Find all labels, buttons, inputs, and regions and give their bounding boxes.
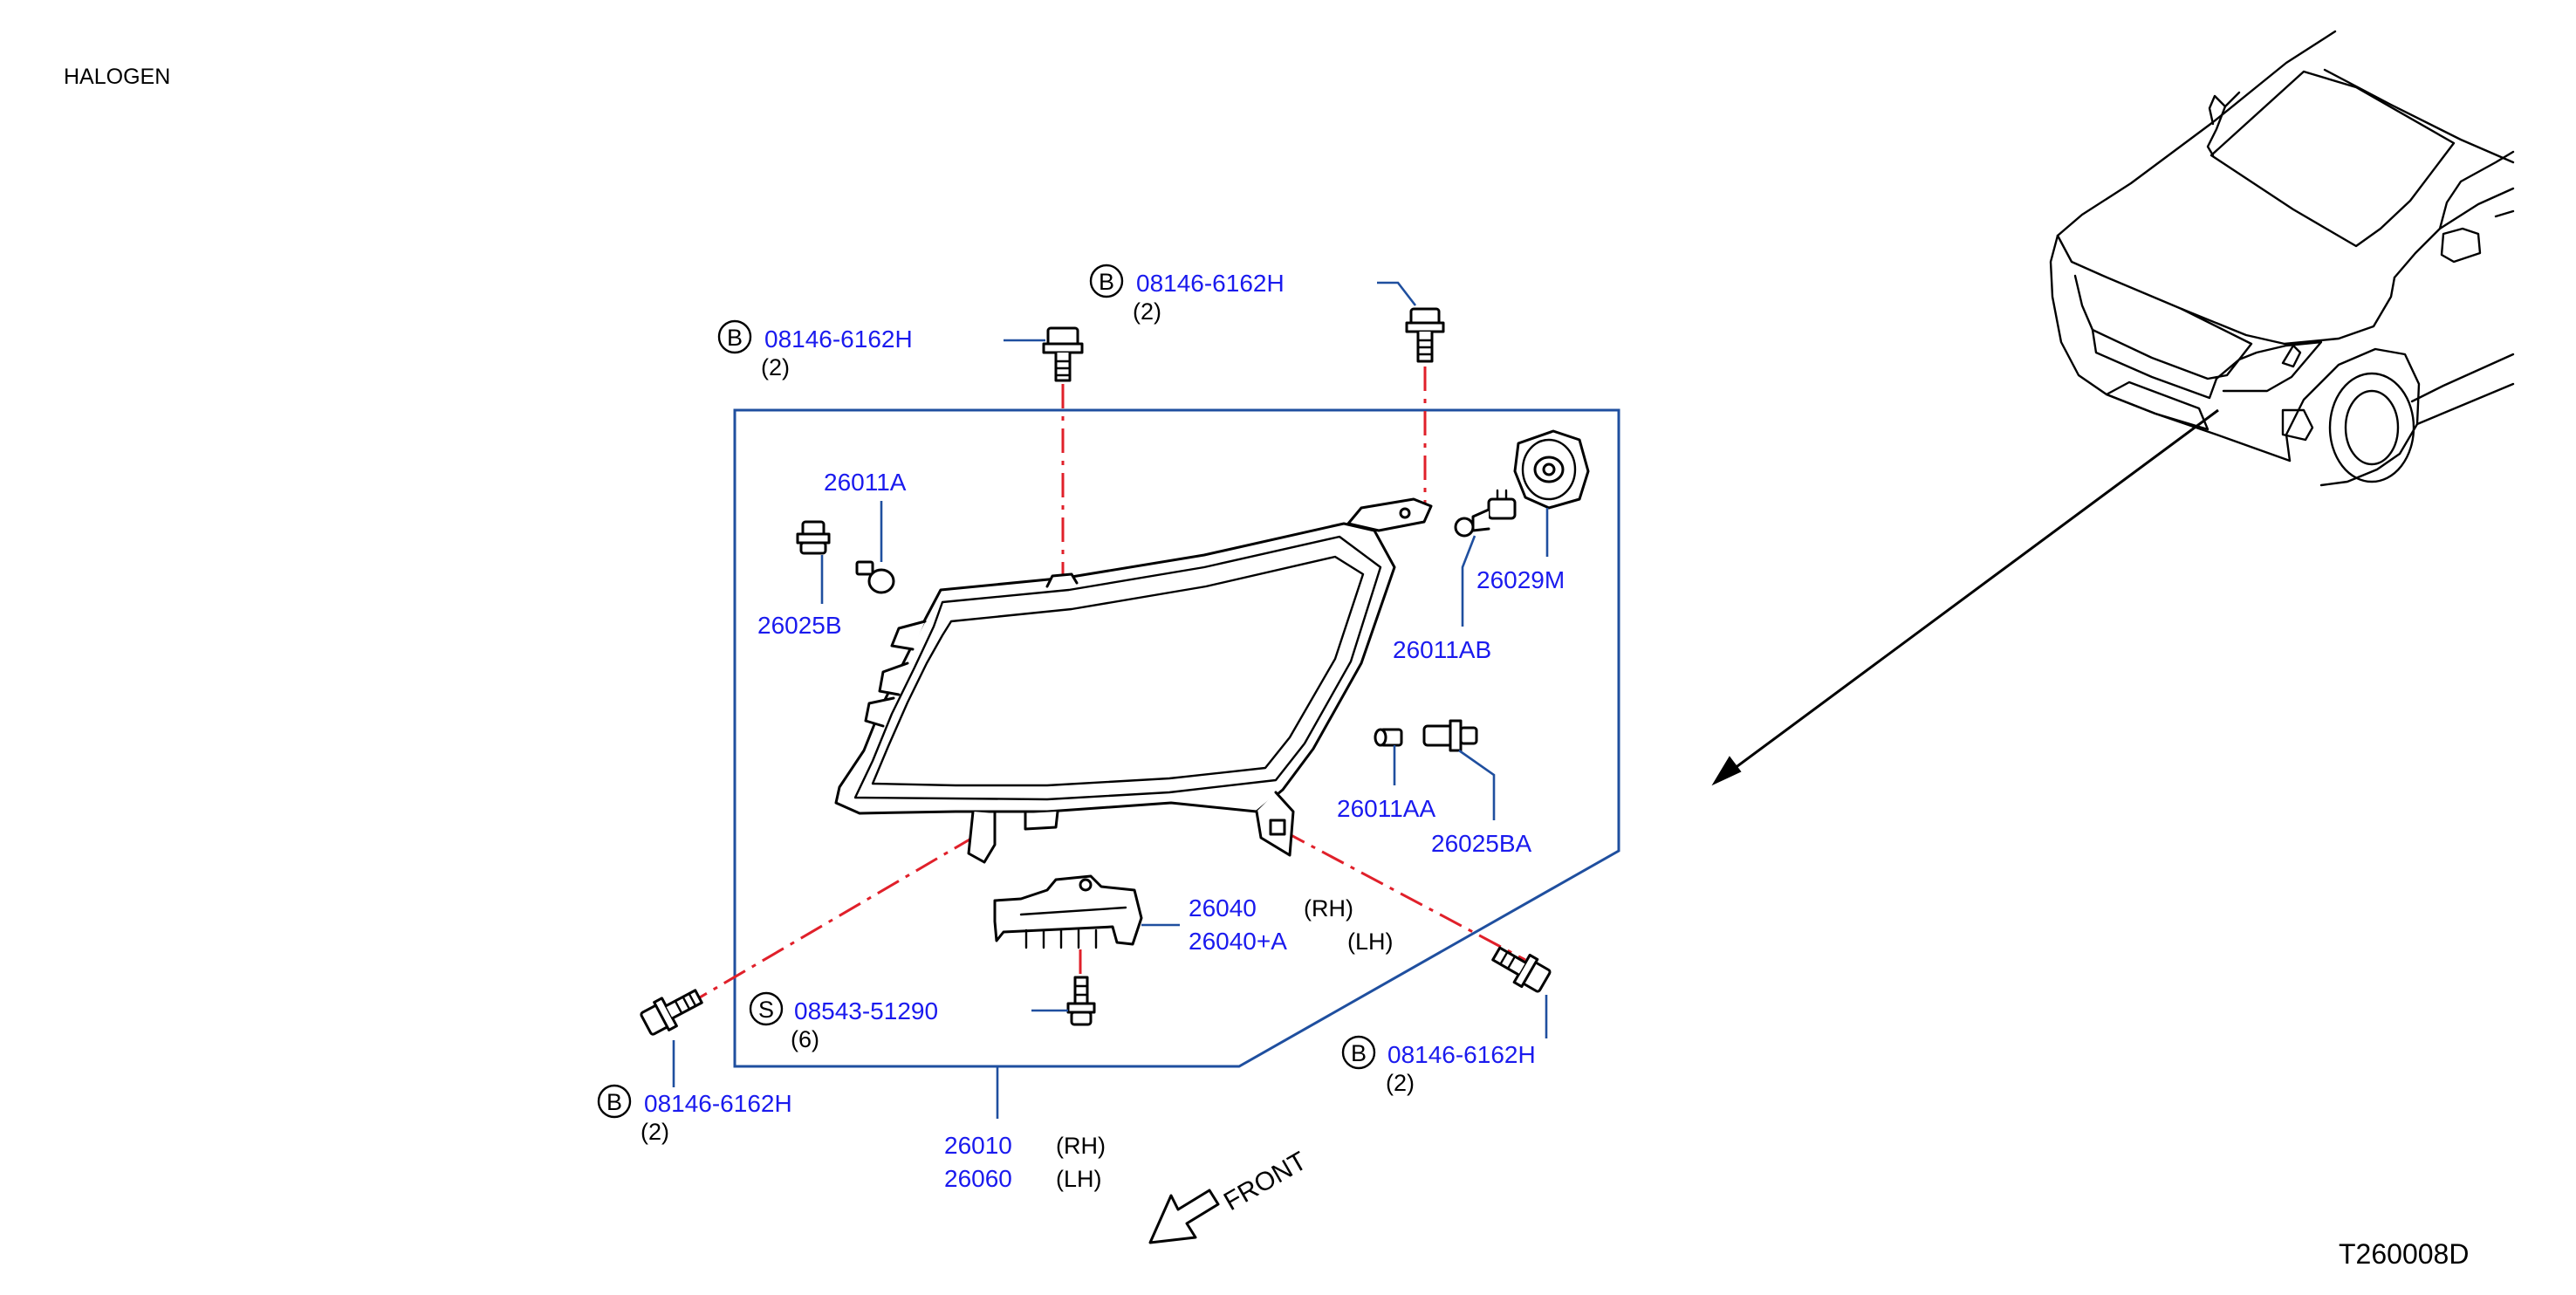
vehicle-illustration: [2049, 30, 2515, 487]
assembly-boundary: [733, 408, 1620, 1068]
bolt-top-left-icon: [1042, 326, 1084, 382]
vehicle-pointer-arrowhead: [1711, 756, 1742, 786]
bolt-symbol-4: [1341, 1035, 1376, 1070]
label-screw-bracket: 08543-51290: [794, 997, 938, 1024]
label-bolt-bottom-right: 08146-6162H: [1387, 1041, 1536, 1068]
side-26010: (RH): [1056, 1133, 1106, 1159]
label-bolt-top-right: 08146-6162H: [1136, 270, 1285, 297]
label-26011ab: 26011AB: [1393, 636, 1491, 663]
qty-screw-bracket: (6): [791, 1026, 819, 1052]
screw-icon: [1066, 976, 1096, 1026]
figure-code: T260008D: [2339, 1238, 2469, 1270]
socket-26025ba-icon: [1422, 719, 1478, 752]
svg-text:B: B: [1099, 269, 1114, 295]
label-26011aa: 26011AA: [1337, 795, 1435, 822]
svg-text:B: B: [606, 1089, 622, 1115]
socket-26025b-icon: [796, 520, 831, 555]
bulb-26011a-icon: [855, 560, 895, 594]
qty-bolt-top-right: (2): [1133, 298, 1161, 325]
side-26060: (LH): [1056, 1166, 1102, 1192]
bulb-26011ab-icon: [1454, 489, 1517, 538]
front-arrow-icon: [1148, 1189, 1220, 1244]
label-26025ba: 26025BA: [1431, 830, 1532, 857]
variant-label: HALOGEN: [64, 65, 170, 89]
label-26029m: 26029M: [1476, 566, 1565, 593]
callout-labels: 08146-6162H (2) 08146-6162H (2) 08146-61…: [641, 270, 1565, 1192]
centerlines: [689, 367, 1526, 1005]
bolt-bottom-right-icon: [1491, 946, 1552, 993]
cap-26029m-icon: [1513, 429, 1590, 510]
label-bolt-top-left: 08146-6162H: [764, 325, 913, 353]
mounting-bracket: [993, 874, 1143, 949]
bolt-bottom-left-icon: [640, 989, 703, 1036]
vehicle-pointer: [1720, 408, 2219, 780]
qty-bolt-top-left: (2): [761, 354, 790, 380]
qty-bolt-bottom-right: (2): [1386, 1070, 1415, 1096]
headlamp-assembly: [834, 497, 1433, 864]
screw-symbol: [749, 991, 784, 1026]
bolt-symbol-3: [597, 1084, 632, 1119]
svg-text:S: S: [758, 997, 774, 1023]
label-26025b: 26025B: [757, 612, 842, 639]
side-26040: (RH): [1304, 895, 1353, 922]
svg-text:B: B: [727, 325, 743, 351]
label-26040a: 26040+A: [1189, 928, 1287, 955]
qty-bolt-bottom-left: (2): [641, 1119, 669, 1145]
bolt-symbol-2: [1089, 264, 1124, 298]
svg-text:B: B: [1351, 1040, 1367, 1066]
label-26011a: 26011A: [824, 469, 907, 496]
label-26060: 26060: [944, 1165, 1012, 1192]
front-label: FRONT: [1219, 1147, 1312, 1216]
side-26040a: (LH): [1347, 928, 1394, 955]
label-26010: 26010: [944, 1132, 1012, 1159]
label-bolt-bottom-left: 08146-6162H: [644, 1090, 792, 1117]
label-26040: 26040: [1189, 894, 1257, 922]
bolt-top-right-icon: [1405, 307, 1445, 363]
bolt-symbol-1: [717, 319, 752, 354]
bulb-26011aa-icon: [1374, 728, 1403, 747]
